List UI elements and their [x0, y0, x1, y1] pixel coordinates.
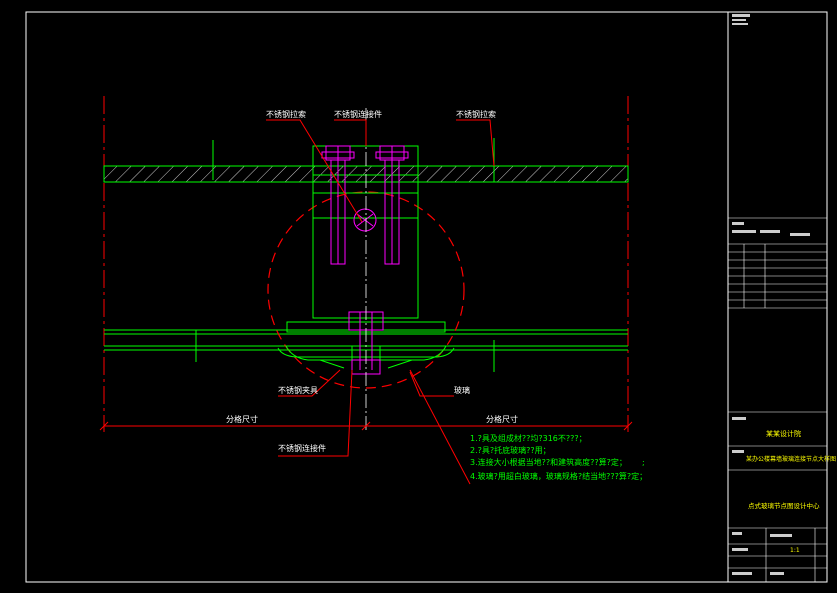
dimension-line: [99, 421, 633, 431]
label-glass: 玻璃: [454, 385, 470, 395]
note-4: 4.玻璃?用超白玻璃，玻璃规格?结当地???算?定；: [470, 471, 647, 481]
label-connector-bottom: 不锈钢连接件: [278, 443, 326, 453]
title-scale: 1:1: [790, 547, 800, 554]
note-tail: ;: [642, 458, 645, 467]
label-clamp: 不锈钢夹具: [278, 385, 318, 395]
title-project: 某办公楼幕墙玻璃连接节点大样图: [746, 455, 836, 463]
label-connector-top: 不锈钢连接件: [334, 109, 382, 119]
note-3: 3.连接大小根据当地??和建筑高度??算?定；: [470, 457, 627, 467]
note-2: 2.?具?托底玻璃??用；: [470, 445, 551, 455]
glass-ticks: [195, 138, 495, 372]
detail-circle: [267, 191, 465, 389]
note-1: 1.?具及组成材??均?316不???；: [470, 433, 587, 443]
leader-lines: [266, 119, 495, 485]
bolt-left: [321, 145, 355, 265]
label-bolt-top-right: 不锈钢拉索: [456, 109, 496, 119]
outer-frame: [25, 11, 828, 583]
title-company: 某某设计院: [766, 429, 801, 438]
clamp-bolt: [348, 311, 384, 375]
center-pin: [353, 208, 377, 232]
label-dim-left: 分格尺寸: [226, 414, 258, 424]
title-drawing-name: 点式玻璃节点图设计中心: [748, 501, 820, 510]
label-dim-right: 分格尺寸: [486, 414, 518, 424]
label-bolt-top-left: 不锈钢拉索: [266, 109, 306, 119]
bolt-right: [375, 145, 409, 265]
notes: 1.?具及组成材??均?316不???； 2.?具?托底玻璃??用； 3.连接大…: [470, 433, 647, 481]
boundary-lines: [103, 96, 629, 432]
title-block: [728, 14, 827, 582]
